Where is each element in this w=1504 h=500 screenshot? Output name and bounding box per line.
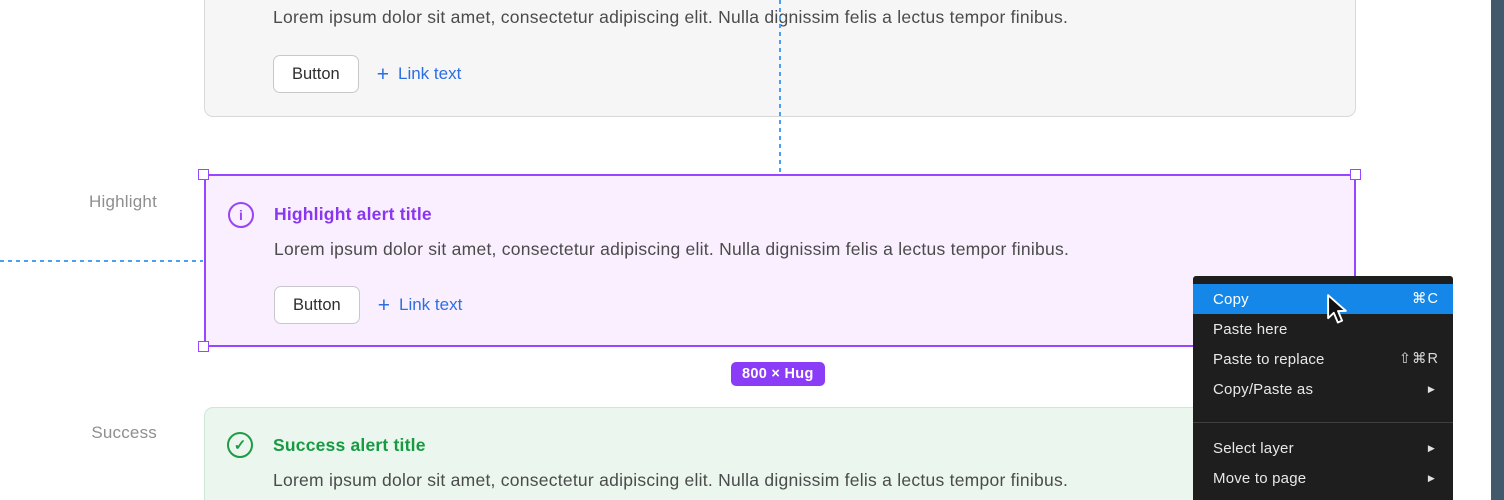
menu-item-label: Paste to replace <box>1213 350 1325 368</box>
menu-item-shortcut: ⌘C <box>1412 291 1439 307</box>
alert-title: Success alert title <box>273 435 426 455</box>
section-label-highlight: Highlight <box>89 192 157 211</box>
submenu-arrow-icon: ▶ <box>1427 442 1435 453</box>
alert-card-highlight[interactable]: i Highlight alert title Lorem ipsum dolo… <box>204 174 1356 347</box>
submenu-arrow-icon: ▶ <box>1427 472 1435 483</box>
alert-body-text: Lorem ipsum dolor sit amet, consectetur … <box>273 7 1069 27</box>
section-label-success: Success <box>91 423 157 442</box>
menu-separator <box>1193 422 1453 423</box>
menu-item-label: Paste here <box>1213 320 1288 338</box>
info-icon: i <box>228 202 254 228</box>
menu-item-copy[interactable]: Copy ⌘C <box>1193 284 1453 314</box>
dimensions-badge: 800 × Hug <box>731 362 825 386</box>
selection-handle-bottom-left[interactable] <box>198 341 209 352</box>
menu-item-copy-paste-as[interactable]: Copy/Paste as ▶ <box>1193 374 1453 404</box>
submenu-arrow-icon: ▶ <box>1427 383 1435 394</box>
vertical-guide-line <box>779 0 781 174</box>
alert-link[interactable]: + Link text <box>378 295 463 316</box>
plus-icon: + <box>377 293 390 317</box>
menu-item-label: Copy <box>1213 290 1249 308</box>
alert-body-text: Lorem ipsum dolor sit amet, consectetur … <box>273 470 1069 490</box>
menu-item-label: Move to page <box>1213 469 1307 487</box>
horizontal-guide-line <box>0 260 203 262</box>
selection-handle-top-left[interactable] <box>198 169 209 180</box>
alert-link[interactable]: + Link text <box>377 64 462 85</box>
mouse-cursor-icon <box>1327 294 1347 324</box>
alert-card-success[interactable]: ✓ Success alert title Lorem ipsum dolor … <box>204 407 1356 500</box>
menu-item-label: Select layer <box>1213 439 1294 457</box>
menu-item-paste-here[interactable]: Paste here <box>1193 314 1453 344</box>
right-panel-edge <box>1491 0 1504 500</box>
menu-item-shortcut: ⇧⌘R <box>1398 351 1439 367</box>
selection-handle-top-right[interactable] <box>1350 169 1361 180</box>
menu-item-select-layer[interactable]: Select layer ▶ <box>1193 433 1453 463</box>
alert-button[interactable]: Button <box>273 55 359 93</box>
alert-actions: Button + Link text <box>274 286 462 324</box>
alert-link-label: Link text <box>398 295 463 314</box>
menu-item-paste-to-replace[interactable]: Paste to replace ⇧⌘R <box>1193 344 1453 374</box>
alert-link-label: Link text <box>397 64 462 83</box>
alert-actions: Button + Link text <box>273 55 461 93</box>
alert-title: Highlight alert title <box>274 204 432 224</box>
context-menu: Copy ⌘C Paste here Paste to replace ⇧⌘R … <box>1193 276 1453 500</box>
check-circle-icon: ✓ <box>227 432 253 458</box>
menu-item-move-to-page[interactable]: Move to page ▶ <box>1193 463 1453 493</box>
alert-button[interactable]: Button <box>274 286 360 324</box>
menu-item-label: Copy/Paste as <box>1213 380 1314 398</box>
alert-body-text: Lorem ipsum dolor sit amet, consectetur … <box>274 239 1070 259</box>
plus-icon: + <box>376 62 389 86</box>
